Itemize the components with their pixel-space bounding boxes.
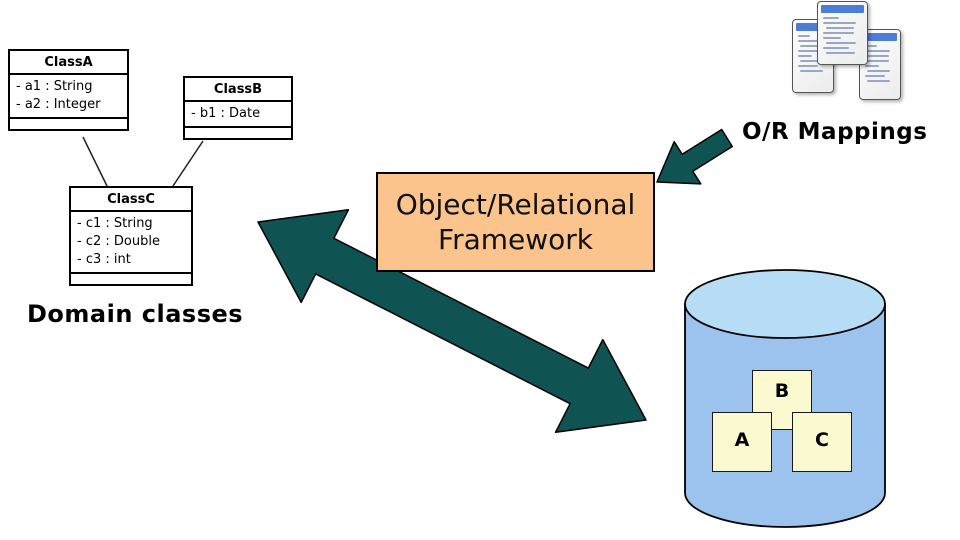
- document-titlebar: [796, 23, 830, 31]
- link-classa-classc: [82, 136, 108, 187]
- class-box-classa: ClassA - a1 : String - a2 : Integer: [8, 49, 129, 131]
- db-table-label: B: [774, 380, 790, 402]
- domain-classes-label: Domain classes: [27, 300, 244, 328]
- document-text-lines: [860, 44, 900, 82]
- framework-box: Object/Relational Framework: [376, 172, 655, 272]
- document-text-lines: [818, 16, 867, 54]
- class-attribute: - c2 : Double: [77, 234, 160, 249]
- class-name: ClassB: [185, 78, 291, 102]
- db-table-a: A: [712, 412, 772, 472]
- db-table-label: C: [815, 429, 829, 451]
- class-attribute: - b1 : Date: [191, 106, 261, 121]
- or-mappings-label: O/R Mappings: [742, 119, 928, 145]
- class-attributes: - b1 : Date: [185, 102, 291, 128]
- class-attribute: - a2 : Integer: [16, 97, 101, 112]
- mapping-document-icon: [859, 29, 901, 100]
- document-titlebar: [821, 5, 864, 13]
- link-classb-classc: [172, 140, 204, 187]
- framework-label-line2: Framework: [438, 223, 593, 256]
- document-titlebar: [863, 33, 897, 41]
- db-table-c: C: [792, 412, 852, 472]
- class-operations-empty: [10, 119, 127, 129]
- class-name: ClassC: [71, 188, 191, 212]
- framework-label-line1: Object/Relational: [395, 188, 636, 221]
- mapping-document-icon: [817, 1, 868, 65]
- class-box-classc: ClassC - c1 : String - c2 : Double - c3 …: [69, 186, 193, 286]
- db-table-label: A: [734, 429, 750, 451]
- class-attributes: - c1 : String - c2 : Double - c3 : int: [71, 212, 191, 274]
- class-attribute: - c1 : String: [77, 216, 153, 231]
- class-operations-empty: [185, 128, 291, 138]
- class-attribute: - c3 : int: [77, 252, 131, 267]
- class-operations-empty: [71, 274, 191, 284]
- class-box-classb: ClassB - b1 : Date: [183, 76, 293, 140]
- mappings-arrow: [656, 128, 734, 185]
- class-name: ClassA: [10, 51, 127, 75]
- document-text-lines: [793, 34, 833, 72]
- double-arrow: [257, 209, 647, 433]
- class-attribute: - a1 : String: [16, 79, 93, 94]
- class-attributes: - a1 : String - a2 : Integer: [10, 75, 127, 119]
